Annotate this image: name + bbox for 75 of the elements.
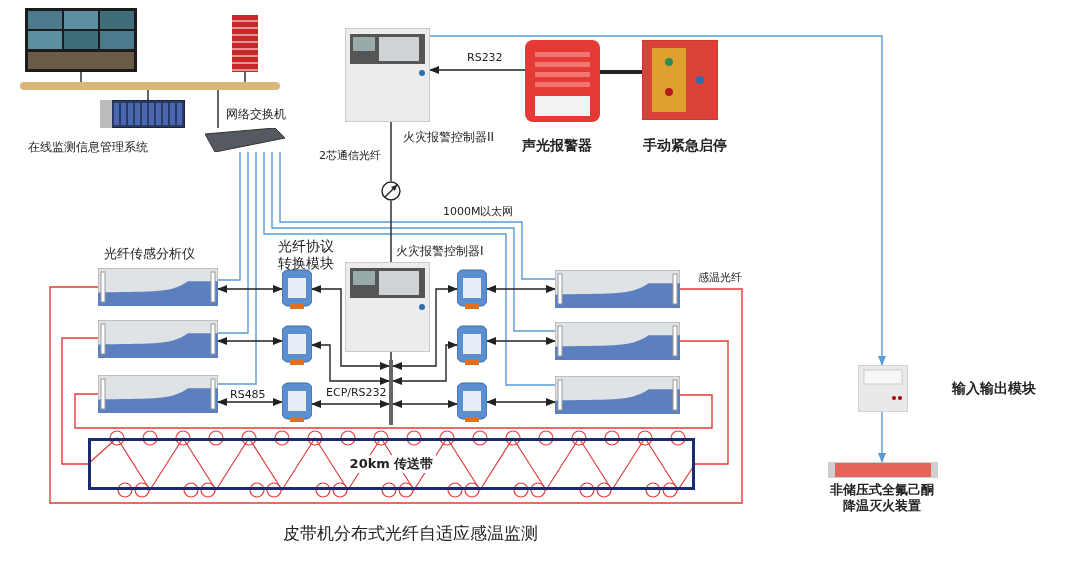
arrow bbox=[429, 35, 886, 366]
double-arrow bbox=[311, 341, 390, 385]
alarm-drawing bbox=[525, 40, 600, 122]
analyzer-drawing bbox=[98, 268, 218, 306]
connector-line bbox=[271, 151, 556, 332]
connector-symbol bbox=[381, 181, 401, 201]
connector-line bbox=[80, 71, 82, 83]
module-drawing bbox=[457, 381, 487, 423]
double-arrow bbox=[217, 398, 283, 406]
module-drawing bbox=[457, 324, 487, 366]
video-wall-drawing bbox=[25, 8, 137, 72]
connector-line bbox=[600, 70, 642, 74]
edge-label: RS232 bbox=[466, 52, 504, 64]
caption-text: 火灾报警控制器II bbox=[403, 130, 495, 145]
arrow bbox=[429, 66, 526, 74]
edge-label: 2芯通信光纤 bbox=[318, 150, 382, 162]
edge-label: 感温光纤 bbox=[697, 272, 743, 284]
extinguisher-drawing bbox=[828, 462, 938, 478]
double-arrow bbox=[392, 341, 458, 385]
connector-line bbox=[263, 151, 556, 386]
caption-text: 非储压式全氟己酮降温灭火装置 bbox=[829, 482, 935, 514]
controller-drawing bbox=[345, 262, 430, 352]
connector-line bbox=[49, 286, 743, 504]
analyzer-drawing bbox=[98, 320, 218, 358]
belt-box: 20km 传送带 bbox=[88, 438, 695, 490]
connector-line bbox=[244, 71, 246, 83]
double-arrow bbox=[392, 285, 458, 370]
button-box-drawing bbox=[642, 40, 718, 120]
connector-line bbox=[390, 121, 392, 182]
firewall-icon bbox=[232, 15, 258, 72]
caption-text: 输入输出模块 bbox=[952, 380, 1036, 397]
controller-drawing bbox=[345, 28, 430, 122]
analyzer-drawing bbox=[555, 322, 680, 360]
module-drawing bbox=[282, 324, 312, 366]
double-arrow bbox=[486, 337, 556, 345]
connector-line bbox=[390, 351, 392, 361]
caption-text: 手动紧急启停 bbox=[643, 137, 727, 154]
double-arrow bbox=[217, 337, 283, 345]
double-arrow bbox=[392, 400, 458, 408]
double-arrow bbox=[311, 285, 390, 370]
edge-label: RS485 bbox=[229, 389, 267, 401]
caption-text: 声光报警器 bbox=[522, 137, 592, 154]
connector-line bbox=[61, 337, 99, 465]
double-arrow bbox=[311, 400, 390, 408]
switch-drawing bbox=[205, 128, 285, 152]
connector-line bbox=[217, 151, 241, 281]
module-drawing bbox=[282, 381, 312, 423]
double-arrow bbox=[486, 398, 556, 406]
connector-line bbox=[279, 151, 556, 280]
network-bar bbox=[20, 82, 280, 90]
double-arrow bbox=[217, 285, 283, 293]
connector-line bbox=[217, 151, 249, 334]
connector-line bbox=[390, 200, 392, 263]
double-arrow bbox=[486, 285, 556, 293]
connector-line bbox=[217, 89, 219, 129]
caption: 皮带机分布式光纤自适应感温监测 bbox=[282, 523, 538, 543]
connector-line bbox=[679, 340, 729, 465]
caption-text: 在线监测信息管理系统 bbox=[28, 140, 148, 155]
io-module-drawing bbox=[858, 365, 908, 412]
analyzer-drawing bbox=[555, 270, 680, 308]
analyzer-drawing bbox=[555, 376, 680, 414]
server-drawing bbox=[100, 100, 185, 128]
module-drawing bbox=[457, 268, 487, 310]
connector-line bbox=[147, 89, 149, 101]
edge-label: ECP/RS232 bbox=[325, 387, 388, 399]
module-drawing bbox=[282, 268, 312, 310]
edge-label: 1000M以太网 bbox=[442, 206, 515, 218]
caption-text: 光纤协议转换模块 bbox=[277, 238, 335, 272]
connector-line bbox=[74, 393, 713, 429]
caption-text: 火灾报警控制器I bbox=[396, 244, 484, 259]
caption-text: 光纤传感分析仪 bbox=[104, 246, 195, 262]
connector-line bbox=[217, 151, 257, 385]
arrow bbox=[878, 411, 886, 463]
caption-text: 网络交换机 bbox=[226, 107, 286, 122]
analyzer-drawing bbox=[98, 375, 218, 413]
